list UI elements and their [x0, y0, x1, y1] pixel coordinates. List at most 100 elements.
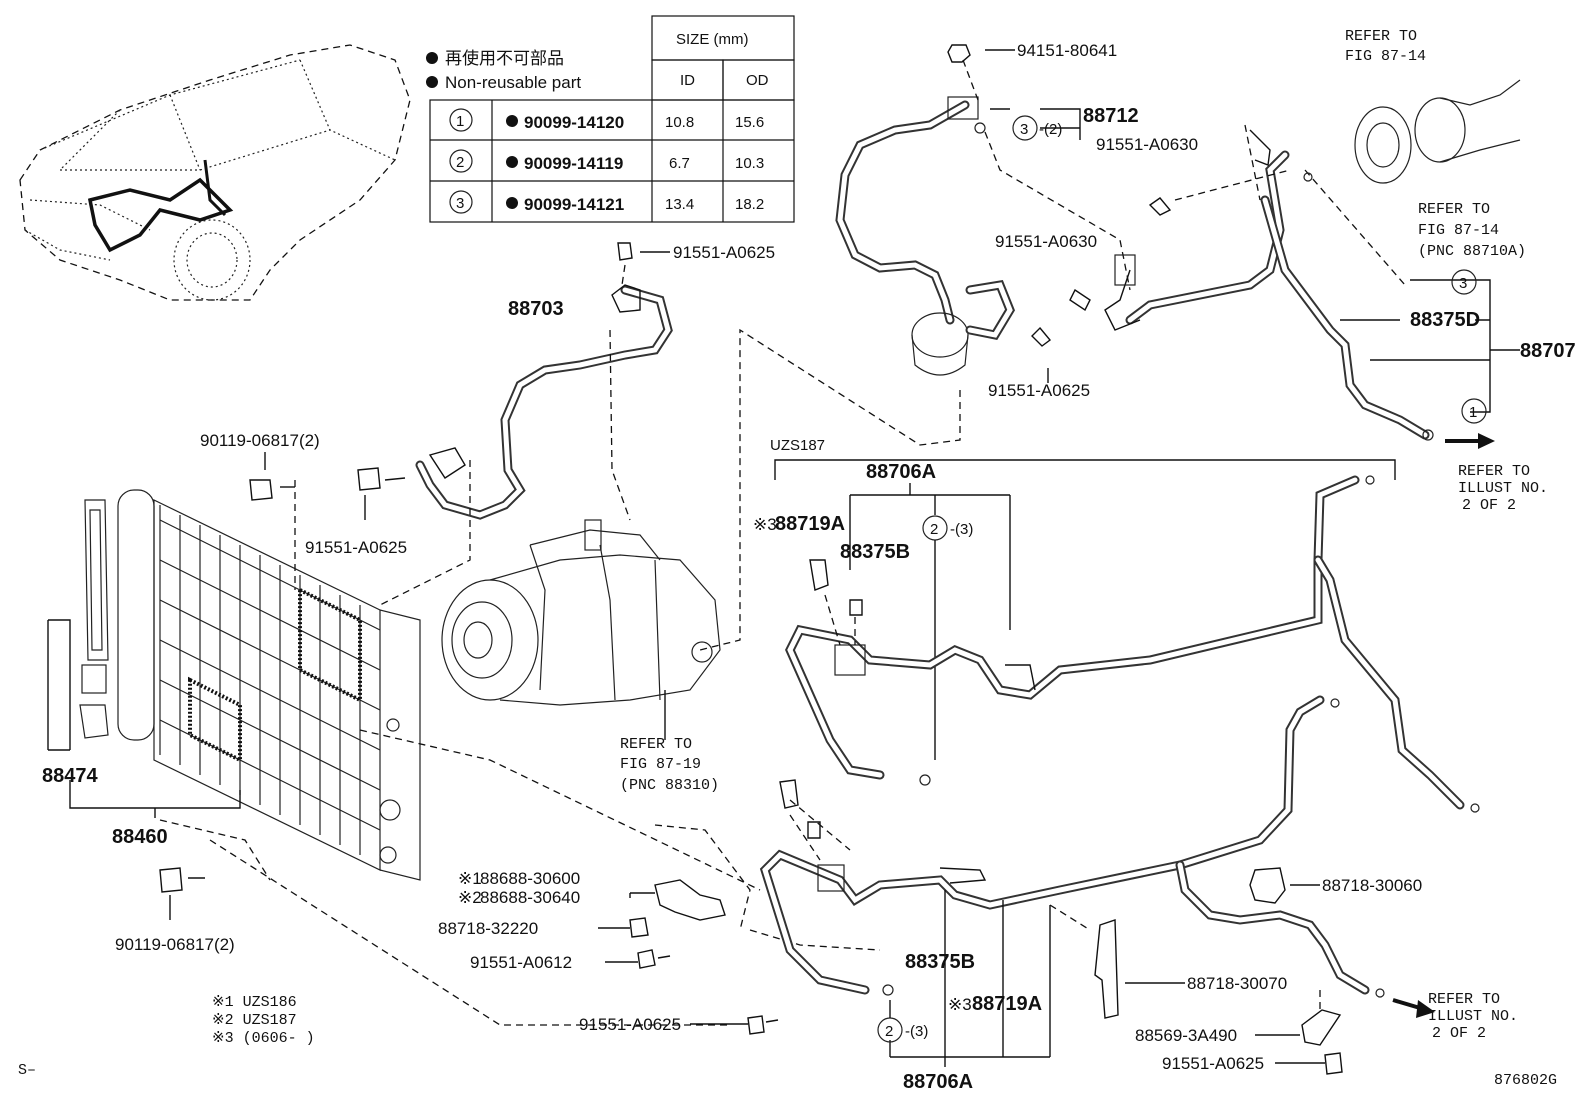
refer-to: REFER TO	[1418, 201, 1490, 218]
fig-87-14: FIG 87-14	[1345, 48, 1426, 65]
label-91551-A0625-top: 91551-A0625	[988, 381, 1090, 400]
footnotes: ※1 UZS186 ※2 UZS187 ※3 (0606- ) S– 87680…	[18, 994, 1557, 1089]
footnote-1: ※1 UZS186	[212, 994, 297, 1011]
circle-1: 1	[1469, 404, 1477, 421]
legend-en: Non-reusable part	[445, 73, 581, 92]
refer-to: REFER TO	[620, 736, 692, 753]
arrow-right-icon	[1478, 433, 1495, 449]
label-90119-bot: 90119-06817(2)	[115, 935, 235, 954]
circle-3: 3	[1020, 121, 1028, 138]
note-mark-2: ※2	[458, 888, 482, 907]
label-91551-A0625-bot: 91551-A0625	[579, 1015, 681, 1034]
footnote-3: ※3 (0606- )	[212, 1030, 315, 1047]
label-94151-80641: 94151-80641	[1017, 41, 1117, 60]
legend-jp: 再使用不可部品	[445, 48, 564, 68]
qty-2: -(3)	[950, 521, 973, 538]
two-of-two: 2 OF 2	[1432, 1025, 1486, 1042]
row-num: 1	[456, 113, 464, 130]
label-91551-A0630-a: 91551-A0630	[1096, 135, 1198, 154]
arrow-right-icon	[1416, 1000, 1435, 1018]
table-row: 3 90099-14121 13.4 18.2	[449, 190, 764, 214]
label-88706A-top: 88706A	[866, 461, 936, 483]
qty-2: -(3)	[905, 1023, 928, 1040]
label-88375B-top: 88375B	[840, 541, 910, 563]
ref-fig-87-14: REFER TO FIG 87-14 REFER TO FIG 87-14 (P…	[1345, 28, 1548, 514]
illust-no: ILLUST NO.	[1428, 1008, 1518, 1025]
label-88718-32220: 88718-32220	[438, 919, 538, 938]
size-table: SIZE (mm) ID OD 1 90099-14120 10.8 15.6 …	[429, 15, 795, 223]
label-88706A-bot: 88706A	[903, 1071, 973, 1093]
two-of-two: 2 OF 2	[1462, 497, 1516, 514]
label-88375D: 88375D	[1410, 309, 1480, 331]
bracket-88688: ※1 88688-30600 ※2 88688-30640 88718-3222…	[438, 824, 779, 1035]
label-90119-top: 90119-06817(2)	[200, 431, 320, 450]
note-mark-3: ※3	[753, 515, 777, 534]
clamps-lower-right: 88718-30060 88718-30070 88569-3A490 9155…	[1094, 867, 1422, 1075]
table-row: 1 90099-14120 10.8 15.6	[449, 108, 764, 132]
hose-88712: 94151-80641 88712 3 -(2)	[699, 41, 1139, 651]
vehicle-sketch	[19, 44, 411, 301]
col-od: OD	[746, 72, 769, 89]
circle-2: 2	[885, 1023, 893, 1040]
part-number: 90099-14119	[524, 154, 623, 173]
label-88712: 88712	[1083, 105, 1139, 127]
fig-87-19: FIG 87-19	[620, 756, 701, 773]
dot-icon	[426, 76, 438, 88]
label-88718-30060: 88718-30060	[1322, 876, 1422, 895]
col-id: ID	[680, 72, 695, 89]
label-88719A-top: 88719A	[775, 513, 845, 535]
label-88688-30600: 88688-30600	[480, 869, 580, 888]
footnote-2: ※2 UZS187	[212, 1012, 297, 1029]
condenser-88460: 88474 88460 90119-06817(2) 91551-A0625 9…	[42, 431, 881, 1026]
label-88375B-bot: 88375B	[905, 951, 975, 973]
circle-2: 2	[930, 521, 938, 538]
od-value: 18.2	[735, 196, 764, 213]
fig-87-14: FIG 87-14	[1418, 222, 1499, 239]
id-value: 6.7	[669, 155, 690, 172]
label-91551-A0625-br: 91551-A0625	[1162, 1054, 1264, 1073]
note-mark-3: ※3	[948, 995, 972, 1014]
assembly-uzs187: UZS187 88706A ※3 88719A 88375B 2 -(3)	[753, 437, 1480, 851]
table-row: 2 90099-14119 6.7 10.3	[449, 149, 764, 173]
label-91551-A0630-b: 91551-A0630	[995, 232, 1097, 251]
s-mark: S–	[18, 1062, 36, 1079]
refer-to: REFER TO	[1345, 28, 1417, 45]
label-91551-A0625-mid: 91551-A0625	[673, 243, 775, 262]
row-num: 2	[456, 154, 464, 171]
label-88688-30640: 88688-30640	[480, 888, 580, 907]
non-reusable-legend: 再使用不可部品 Non-reusable part	[426, 48, 581, 92]
label-88707: 88707	[1520, 340, 1576, 362]
label-91551-A0612: 91551-A0612	[470, 953, 572, 972]
label-88703: 88703	[508, 298, 564, 320]
id-value: 10.8	[665, 114, 694, 131]
illust-no: ILLUST NO.	[1458, 480, 1548, 497]
pnc-88310: (PNC 88310)	[620, 777, 719, 794]
assembly-lower: REFER TO ILLUST NO. 2 OF 2 88375B ※3 887…	[759, 695, 1518, 1093]
label-88460: 88460	[112, 826, 168, 848]
refer-to: REFER TO	[1428, 991, 1500, 1008]
figure-code: 876802G	[1494, 1072, 1557, 1089]
label-88718-30070: 88718-30070	[1187, 974, 1287, 993]
qty-3: -(2)	[1039, 121, 1062, 138]
part-number: 90099-14120	[524, 113, 624, 132]
size-header: SIZE (mm)	[676, 31, 749, 48]
od-value: 15.6	[735, 114, 764, 131]
label-88474: 88474	[42, 765, 98, 787]
part-number: 90099-14121	[524, 195, 624, 214]
label-88569-3A490: 88569-3A490	[1135, 1026, 1237, 1045]
label-88719A-bot: 88719A	[972, 993, 1042, 1015]
id-value: 13.4	[665, 196, 694, 213]
compressor: REFER TO FIG 87-19 (PNC 88310)	[441, 519, 721, 794]
note-mark-1: ※1	[458, 869, 482, 888]
dot-icon	[426, 52, 438, 64]
circle-3: 3	[1459, 275, 1467, 292]
od-value: 10.3	[735, 155, 764, 172]
hose-88703: 91551-A0625 88703	[415, 242, 775, 521]
pnc-88710a: (PNC 88710A)	[1418, 243, 1526, 260]
label-91551-A0625-left: 91551-A0625	[305, 538, 407, 557]
row-num: 3	[456, 195, 464, 212]
pipe-88707: 91551-A0630 91551-A0630 91551-A0625 3 88…	[988, 124, 1576, 449]
label-uzs187: UZS187	[770, 437, 825, 454]
